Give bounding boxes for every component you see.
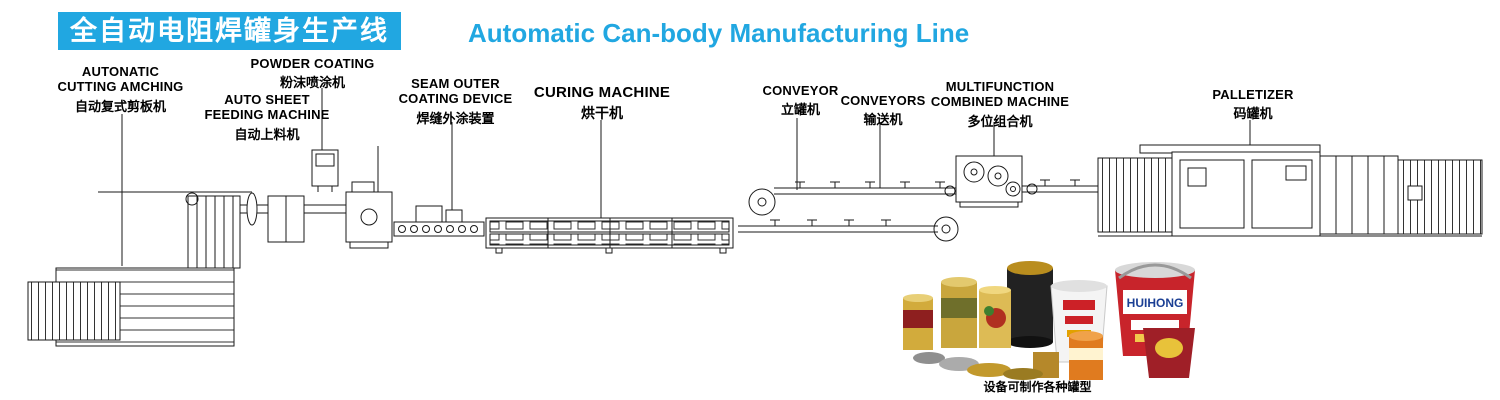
can-lids bbox=[913, 352, 1043, 380]
label-conveyors-cn: 输送机 bbox=[863, 112, 903, 128]
curing-machine-drawing bbox=[485, 217, 734, 254]
multifunction-machine-drawing bbox=[955, 155, 1098, 208]
label-conveyor-cn: 立罐机 bbox=[780, 102, 820, 118]
label-seam-coating: SEAM OUTER COATING DEVICE 焊缝外涂装置 bbox=[383, 76, 528, 127]
leader-lines bbox=[121, 88, 1251, 266]
label-conveyor: CONVEYOR 立罐机 bbox=[748, 83, 853, 118]
welder-drawing bbox=[345, 181, 393, 249]
label-conveyors-en: CONVEYORS bbox=[840, 93, 926, 108]
brand-text: HUIHONG bbox=[1127, 296, 1184, 310]
label-seam-coating-cn: 焊缝外涂装置 bbox=[416, 110, 495, 126]
bucket-handle bbox=[1118, 263, 1192, 280]
title-english: Automatic Can-body Manufacturing Line bbox=[468, 18, 970, 48]
machines bbox=[27, 144, 1483, 347]
can-dark-tall bbox=[1007, 261, 1053, 348]
label-cutting-machine-cn: 自动复式剪板机 bbox=[74, 98, 166, 114]
can-orange bbox=[1069, 331, 1103, 380]
label-cutting-machine-en: AUTONATIC CUTTING AMCHING bbox=[57, 64, 184, 95]
cutting-machine-drawing bbox=[27, 191, 252, 347]
cans-photo: HUIHONG bbox=[903, 261, 1195, 380]
label-sheet-feeding-cn: 自动上料机 bbox=[234, 126, 300, 142]
label-curing-machine-cn: 烘干机 bbox=[581, 104, 623, 121]
can-gold-red bbox=[903, 294, 933, 350]
can-fruit-label bbox=[979, 286, 1011, 348]
pail-dark-red bbox=[1143, 328, 1195, 378]
label-multifunction-cn: 多位组合机 bbox=[967, 113, 1033, 129]
sheet-feeding-drawing bbox=[240, 192, 348, 243]
label-curing-machine-en: CURING MACHINE bbox=[533, 84, 671, 101]
label-powder-coating-cn: 粉沫喷涂机 bbox=[279, 75, 345, 91]
conveyors-drawing bbox=[738, 216, 959, 242]
label-sheet-feeding-en: AUTO SHEET FEEDING MACHINE bbox=[204, 92, 330, 123]
label-multifunction: MULTIFUNCTION COMBINED MACHINE 多位组合机 bbox=[916, 79, 1084, 130]
label-palletizer-cn: 码罐机 bbox=[1233, 106, 1273, 122]
label-conveyors: CONVEYORS 输送机 bbox=[827, 93, 939, 128]
palletizer-drawing bbox=[1097, 144, 1483, 237]
label-cutting-machine: AUTONATIC CUTTING AMCHING 自动复式剪板机 bbox=[38, 64, 203, 115]
label-sheet-feeding: AUTO SHEET FEEDING MACHINE 自动上料机 bbox=[188, 92, 346, 143]
powder-coating-drawing bbox=[311, 149, 339, 192]
label-powder-coating: POWDER COATING 粉沫喷涂机 bbox=[235, 56, 390, 91]
label-seam-coating-en: SEAM OUTER COATING DEVICE bbox=[398, 76, 513, 107]
conveyor-drawing bbox=[748, 181, 956, 216]
label-conveyor-en: CONVEYOR bbox=[762, 83, 839, 98]
label-palletizer-en: PALLETIZER bbox=[1212, 87, 1294, 102]
label-palletizer: PALLETIZER 码罐机 bbox=[1183, 87, 1323, 122]
photo-caption: 设备可制作各种罐型 bbox=[983, 380, 1092, 394]
seam-coating-drawing bbox=[393, 205, 485, 237]
label-powder-coating-en: POWDER COATING bbox=[250, 56, 375, 71]
label-curing-machine: CURING MACHINE 烘干机 bbox=[512, 84, 692, 123]
label-multifunction-en: MULTIFUNCTION COMBINED MACHINE bbox=[930, 79, 1070, 110]
title-chinese: 全自动电阻焊罐身生产线 bbox=[58, 12, 401, 50]
can-gold-tall bbox=[941, 277, 977, 348]
